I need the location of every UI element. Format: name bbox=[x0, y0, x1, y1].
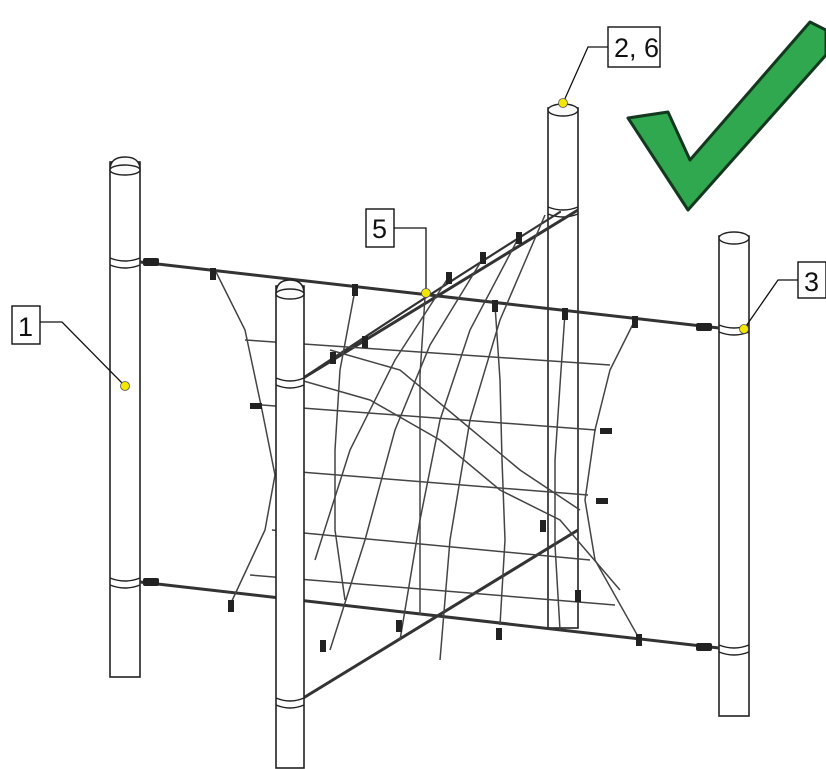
label-2-6: 2, 6 bbox=[614, 33, 659, 63]
label-5: 5 bbox=[372, 214, 387, 244]
label-box-1 bbox=[11, 305, 41, 345]
label-1: 1 bbox=[18, 312, 33, 342]
pole-right bbox=[718, 231, 750, 717]
callout-1: 1 bbox=[11, 305, 130, 391]
marker-dot bbox=[120, 381, 130, 391]
pole-back bbox=[547, 103, 579, 629]
label-3: 3 bbox=[804, 267, 819, 297]
marker-dot bbox=[421, 288, 431, 298]
climbing-net bbox=[214, 214, 641, 661]
rope-clamps bbox=[143, 232, 712, 652]
callout-2-6: 2, 6 bbox=[558, 26, 661, 108]
pole-left bbox=[109, 156, 141, 678]
callout-3: 3 bbox=[739, 261, 826, 334]
marker-dot bbox=[558, 98, 568, 108]
label-box-3 bbox=[797, 261, 826, 299]
pole-front bbox=[275, 279, 305, 769]
label-box-2-6 bbox=[607, 26, 661, 68]
callout-5: 5 bbox=[365, 208, 431, 298]
marker-dot bbox=[739, 324, 749, 334]
label-box-5 bbox=[365, 208, 395, 248]
checkmark-icon bbox=[626, 20, 826, 212]
